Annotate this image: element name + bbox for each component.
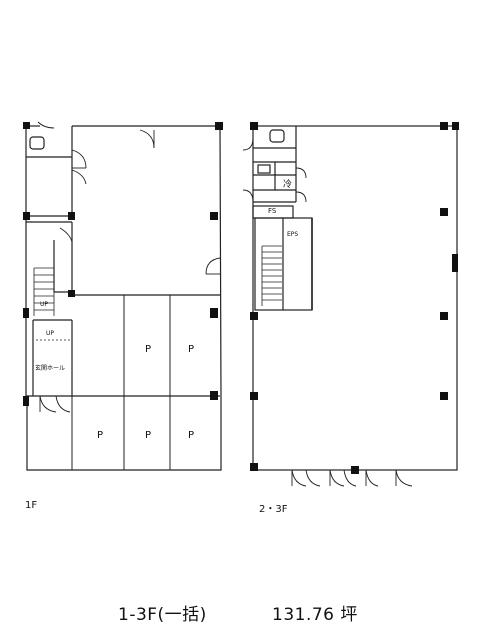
shaft-label: EPS: [287, 231, 299, 238]
upper-toilet-icon: [269, 129, 285, 143]
upper-floor-label: 2・3F: [259, 504, 288, 515]
parking-label: P: [145, 430, 152, 441]
upper-doors: [242, 137, 413, 487]
parking-label: P: [145, 344, 152, 355]
upper-floor-plan: [242, 122, 459, 487]
upper-stair: [261, 245, 282, 306]
up-stair-label: UP: [46, 330, 55, 337]
parking-label: P: [188, 430, 195, 441]
upper-sink-icon: [257, 164, 271, 174]
parking-grid: [71, 295, 171, 470]
ground-stair: [33, 267, 70, 341]
ground-columns: [23, 122, 223, 406]
entrance-hall-label: 玄関ホール: [35, 365, 66, 372]
fire-safety-label: FS: [268, 207, 277, 215]
ground-floor-label: 1F: [25, 500, 38, 511]
ground-toilet-icon: [29, 136, 45, 150]
floor-caption: 1-3F(一括): [118, 605, 207, 625]
ground-doors: [37, 121, 221, 413]
area-caption: 131.76 坪: [272, 605, 358, 625]
toilet-sign-label: 冷: [283, 180, 293, 190]
parking-label: P: [97, 430, 104, 441]
upper-columns: [250, 122, 459, 474]
up-stair-label: UP: [40, 301, 49, 308]
parking-label: P: [188, 344, 195, 355]
ground-floor-plan: [23, 121, 223, 471]
